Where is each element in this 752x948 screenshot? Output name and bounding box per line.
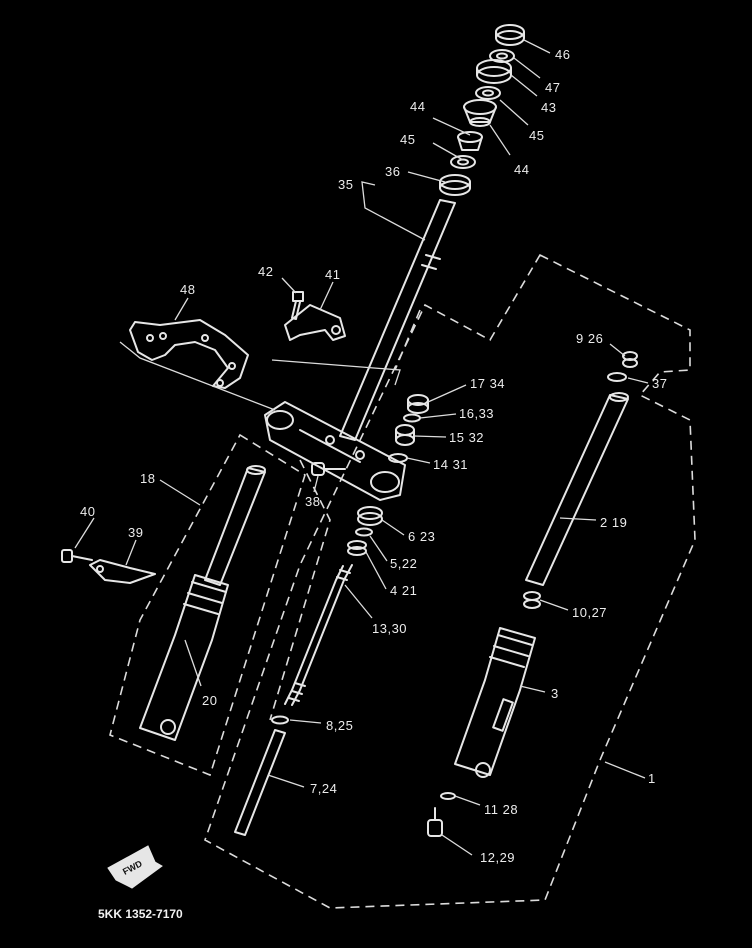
callout-14-31: 14 31 <box>433 457 468 472</box>
clip-5-22 <box>355 527 373 537</box>
spring-13-30 <box>284 564 353 706</box>
callout-38: 38 <box>305 494 320 509</box>
callout-5-22: 5,22 <box>390 556 417 571</box>
callout-45-left: 45 <box>400 132 415 147</box>
dashed-outline-left-fork <box>109 433 306 777</box>
ring-nut-43 <box>476 59 512 84</box>
callout-2-19: 2 19 <box>600 515 627 530</box>
callout-35: 35 <box>338 177 353 192</box>
callout-20: 20 <box>202 693 217 708</box>
o-ring-16-33 <box>403 413 421 423</box>
callout-1: 1 <box>648 771 656 786</box>
callout-47: 47 <box>545 80 560 95</box>
washer-11-28 <box>440 792 456 800</box>
seal-6-23 <box>357 506 383 526</box>
leader-lines <box>74 39 649 856</box>
bracket-48 <box>129 319 249 389</box>
callout-44-right: 44 <box>514 162 529 177</box>
callout-8-25: 8,25 <box>326 718 353 733</box>
diagram-code: 5KK 1352-7170 <box>98 907 183 921</box>
callout-39: 39 <box>128 525 143 540</box>
bolt-40 <box>61 549 93 563</box>
cap-bolt-17-34 <box>407 394 429 414</box>
washer-4-21 <box>347 540 367 556</box>
ring-nut-46 <box>495 24 525 46</box>
race-44-lower <box>457 131 483 151</box>
callout-43: 43 <box>541 100 556 115</box>
callout-12-29: 12,29 <box>480 850 515 865</box>
washer-47 <box>489 49 515 63</box>
callout-48: 48 <box>180 282 195 297</box>
callout-13-30: 13,30 <box>372 621 407 636</box>
ring-37 <box>607 372 627 382</box>
callout-42: 42 <box>258 264 273 279</box>
callout-3: 3 <box>551 686 559 701</box>
cap-9-26 <box>622 351 638 368</box>
callout-10-27: 10,27 <box>572 605 607 620</box>
race-44-upper <box>463 99 497 127</box>
callout-17-34: 17 34 <box>470 376 505 391</box>
callout-6-23: 6 23 <box>408 529 435 544</box>
under-bracket <box>264 401 406 501</box>
callout-36: 36 <box>385 164 400 179</box>
callout-11-28: 11 28 <box>484 802 518 817</box>
callout-40: 40 <box>80 504 95 519</box>
callout-45-right: 45 <box>529 128 544 143</box>
bearing-45-upper <box>475 86 501 100</box>
callout-44-left: 44 <box>410 99 425 114</box>
callout-41: 41 <box>325 267 340 282</box>
inner-tube-18 <box>204 465 266 586</box>
dashed-outline-stem <box>269 309 421 721</box>
callout-46: 46 <box>555 47 570 62</box>
bushing-10-27 <box>523 591 541 609</box>
seal-36 <box>439 174 471 196</box>
callout-18: 18 <box>140 471 155 486</box>
callout-7-24: 7,24 <box>310 781 337 796</box>
forward-arrow-icon: FWD <box>107 845 163 889</box>
outer-tube-3 <box>454 627 536 778</box>
dashed-outline-right-fork <box>204 253 696 909</box>
bolt-38 <box>311 462 346 476</box>
inner-tube-2-19 <box>525 392 629 586</box>
brake-hose-guide-39 <box>89 559 156 584</box>
bearing-45-lower <box>450 155 476 169</box>
steering-stem-35 <box>339 199 456 441</box>
callout-15-32: 15 32 <box>449 430 484 445</box>
callout-16-33: 16,33 <box>459 406 494 421</box>
spacer-15-32 <box>395 424 415 446</box>
bolt-12-29 <box>427 807 443 837</box>
outer-tube-20 <box>139 574 229 741</box>
callout-9-26: 9 26 <box>576 331 603 346</box>
rod-7-24 <box>234 715 289 836</box>
callout-37: 37 <box>652 376 667 391</box>
callout-4-21: 4 21 <box>390 583 417 598</box>
